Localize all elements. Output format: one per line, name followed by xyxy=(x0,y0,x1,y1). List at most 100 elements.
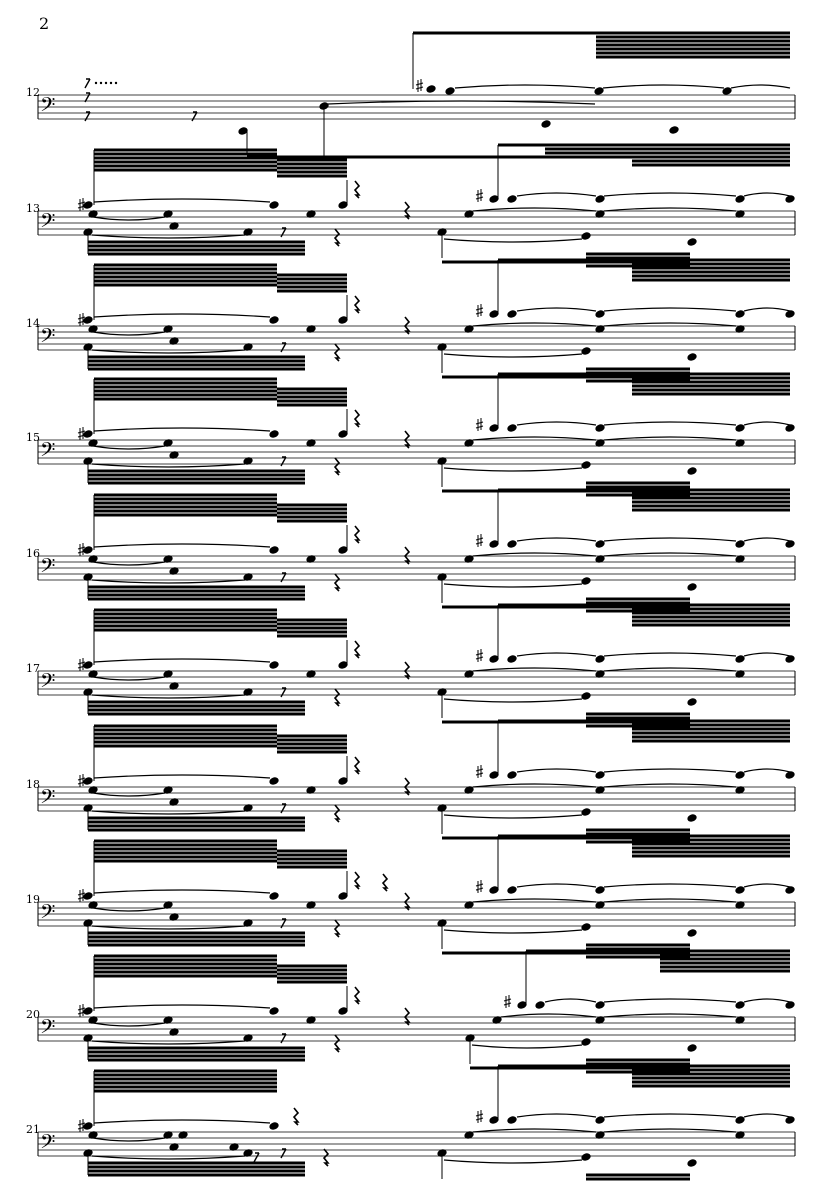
beam xyxy=(277,162,347,166)
notehead xyxy=(595,655,605,663)
beam xyxy=(277,289,347,293)
beam xyxy=(94,389,277,393)
notehead xyxy=(243,1149,253,1157)
sharp-sign xyxy=(475,649,484,662)
beam xyxy=(586,955,690,959)
beam xyxy=(470,1066,690,1070)
beam xyxy=(442,375,690,379)
quarter-rest xyxy=(353,640,361,659)
measure-number: 13 xyxy=(26,202,40,215)
quarter-rest xyxy=(333,919,341,938)
beam xyxy=(586,1177,690,1181)
beam xyxy=(168,367,305,371)
beam xyxy=(632,850,790,854)
beam xyxy=(94,839,277,843)
notehead xyxy=(735,540,745,548)
beam xyxy=(168,585,305,589)
notehead xyxy=(581,692,591,700)
notehead xyxy=(687,353,697,361)
notehead xyxy=(595,325,605,333)
beam xyxy=(94,620,277,624)
tie xyxy=(92,331,166,336)
notehead xyxy=(595,1016,605,1024)
dot xyxy=(94,81,98,85)
sharp-sign xyxy=(77,313,86,326)
tie xyxy=(603,1113,737,1118)
beam xyxy=(277,403,347,407)
tie xyxy=(603,768,737,773)
notehead xyxy=(464,555,474,563)
tie xyxy=(516,1113,597,1118)
tie xyxy=(472,552,597,557)
beam xyxy=(632,380,790,384)
beam xyxy=(498,719,790,723)
beam xyxy=(586,712,690,716)
notehead xyxy=(163,555,173,563)
notehead xyxy=(269,430,279,438)
staff xyxy=(37,555,796,581)
system: 19𝄢 xyxy=(26,834,796,959)
notehead xyxy=(595,540,605,548)
beam xyxy=(94,736,277,740)
tie xyxy=(743,1113,791,1118)
system: 12𝄢 xyxy=(26,31,796,161)
beam xyxy=(632,278,790,282)
tie xyxy=(93,1119,271,1124)
page-number: 2 xyxy=(39,14,50,33)
beam xyxy=(498,834,790,838)
notehead xyxy=(464,786,474,794)
notehead xyxy=(169,798,179,806)
beam xyxy=(498,488,790,492)
sharp-sign xyxy=(475,418,484,431)
tie xyxy=(91,1040,246,1045)
tie xyxy=(603,436,737,441)
short-rest xyxy=(84,111,91,122)
beam xyxy=(94,843,277,847)
notehead xyxy=(595,886,605,894)
beam xyxy=(413,31,790,35)
beam xyxy=(277,738,347,742)
measure-number: 21 xyxy=(26,1123,40,1136)
tie xyxy=(93,889,271,894)
beam xyxy=(168,1050,305,1054)
beam xyxy=(586,256,690,260)
notehead xyxy=(169,1028,179,1036)
beam xyxy=(632,619,790,623)
notehead xyxy=(735,1116,745,1124)
quarter-rest xyxy=(403,892,411,911)
tie xyxy=(93,543,271,548)
quarter-rest xyxy=(403,430,411,449)
beam xyxy=(586,485,690,489)
tie xyxy=(91,349,246,354)
notehead xyxy=(269,661,279,669)
tie xyxy=(91,463,246,468)
beam xyxy=(94,160,277,164)
beam xyxy=(88,477,245,481)
staff xyxy=(37,439,796,465)
quarter-rest xyxy=(353,986,361,1005)
measure-number: 12 xyxy=(26,86,40,99)
tie xyxy=(92,445,166,450)
notehead xyxy=(735,886,745,894)
notehead xyxy=(306,325,316,333)
sharp-sign xyxy=(77,1004,86,1017)
staff xyxy=(37,1016,796,1042)
staff xyxy=(37,210,796,236)
beam xyxy=(277,395,347,399)
beam xyxy=(168,1173,305,1177)
beam xyxy=(88,816,245,820)
notehead xyxy=(581,1038,591,1046)
beam xyxy=(277,174,347,178)
notehead xyxy=(535,1001,545,1009)
beam xyxy=(632,147,790,151)
tie xyxy=(472,1128,597,1133)
staff xyxy=(37,901,796,927)
bass-clef: 𝄢 xyxy=(40,1015,55,1043)
notehead xyxy=(163,210,173,218)
beam xyxy=(596,39,790,43)
notehead xyxy=(595,310,605,318)
beam xyxy=(168,597,305,601)
beam xyxy=(632,504,790,508)
notehead xyxy=(735,439,745,447)
